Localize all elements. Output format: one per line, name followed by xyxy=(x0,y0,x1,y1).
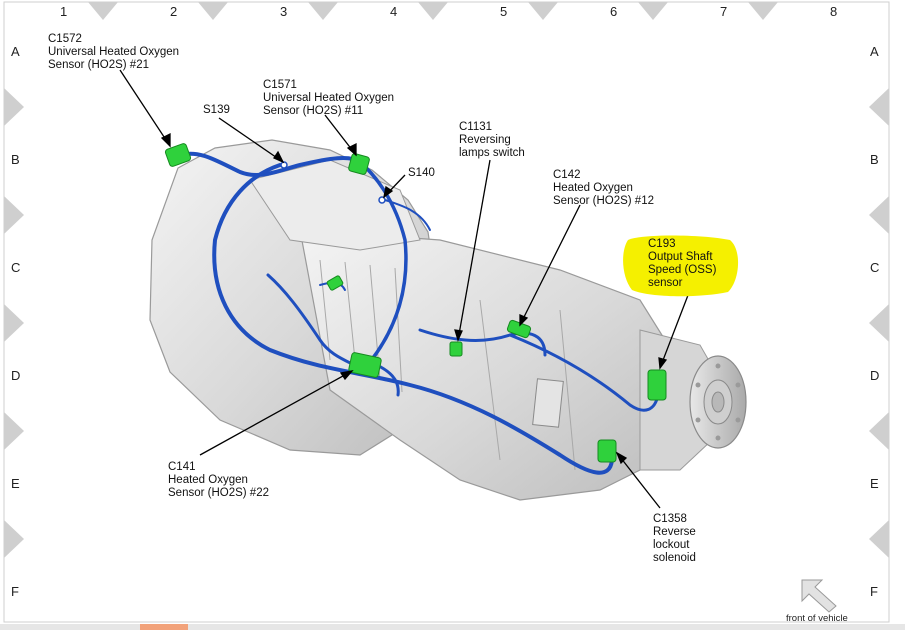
grid-row-c-left: C xyxy=(11,260,20,275)
callout-c1572: C1572 Universal Heated Oxygen Sensor (HO… xyxy=(48,33,179,71)
connector-c1131 xyxy=(449,341,463,357)
callout-c193: C193 Output Shaft Speed (OSS) sensor xyxy=(648,238,717,289)
callout-c193-line2: Output Shaft xyxy=(648,251,713,263)
horizontal-scrollbar[interactable] xyxy=(0,624,905,630)
callout-c141-line2: Heated Oxygen xyxy=(168,474,248,486)
callout-c193-line4: sensor xyxy=(648,277,683,289)
callout-c1571: C1571 Universal Heated Oxygen Sensor (HO… xyxy=(263,79,394,117)
callout-c1358-line1: C1358 xyxy=(653,513,687,525)
callout-c1358-line4: solenoid xyxy=(653,552,696,564)
wiring-harness xyxy=(178,151,660,475)
grid-row-c-right: C xyxy=(870,260,879,275)
top-border-tabs xyxy=(88,2,778,20)
grid-row-d-right: D xyxy=(870,368,879,383)
callout-c1131: C1131 Reversing lamps switch xyxy=(459,121,525,159)
grid-row-a-right: A xyxy=(870,44,879,59)
callout-c1572-line2: Universal Heated Oxygen xyxy=(48,46,179,58)
splices xyxy=(280,161,386,204)
callout-c1571-line1: C1571 xyxy=(263,79,297,91)
right-border-tabs xyxy=(869,88,889,558)
grid-column-labels: 1 2 3 4 5 6 7 8 xyxy=(60,4,837,19)
callout-c1131-line1: C1131 xyxy=(459,121,492,133)
grid-row-d-left: D xyxy=(11,368,20,383)
callout-s139: S139 xyxy=(203,104,230,116)
grid-col-2: 2 xyxy=(170,4,177,19)
grid-row-labels-right: A B C D E F xyxy=(870,44,879,599)
callout-c1131-line3: lamps switch xyxy=(459,147,525,159)
splice-s139 xyxy=(280,161,288,169)
callout-c193-line1: C193 xyxy=(648,238,676,250)
callout-c1571-line3: Sensor (HO2S) #11 xyxy=(263,105,363,117)
scrollbar-thumb[interactable] xyxy=(140,624,188,630)
connector-c1571 xyxy=(348,153,370,175)
callout-c141-line3: Sensor (HO2S) #22 xyxy=(168,487,269,499)
front-of-vehicle-indicator: front of vehicle xyxy=(786,579,848,624)
grid-row-b-left: B xyxy=(11,152,20,167)
grid-row-b-right: B xyxy=(870,152,879,167)
callout-c1358-line3: lockout xyxy=(653,539,690,551)
callout-c1131-line2: Reversing xyxy=(459,134,511,146)
connector-c1358 xyxy=(597,439,617,463)
callout-c141-line1: C141 xyxy=(168,461,196,473)
grid-col-4: 4 xyxy=(390,4,397,19)
connector-c193 xyxy=(647,369,667,401)
grid-row-labels-left: A B C D E F xyxy=(11,44,20,599)
front-arrow-icon xyxy=(801,579,837,613)
front-of-vehicle-label: front of vehicle xyxy=(786,613,848,624)
callout-s140: S140 xyxy=(408,167,435,179)
c193-highlight xyxy=(623,235,739,297)
grid-row-f-left: F xyxy=(11,584,19,599)
callout-c1572-line3: Sensor (HO2S) #21 xyxy=(48,59,149,71)
grid-col-3: 3 xyxy=(280,4,287,19)
callout-c142-line2: Heated Oxygen xyxy=(553,182,633,194)
grid-col-6: 6 xyxy=(610,4,617,19)
grid-col-8: 8 xyxy=(830,4,837,19)
grid-row-f-right: F xyxy=(870,584,878,599)
connector-c141 xyxy=(348,352,382,378)
leader-lines xyxy=(119,69,691,509)
callout-c193-line3: Speed (OSS) xyxy=(648,264,717,276)
left-border-tabs xyxy=(4,88,24,558)
callout-s139-line1: S139 xyxy=(203,104,230,116)
connectors xyxy=(164,143,667,463)
connector-small xyxy=(326,275,344,291)
grid-col-5: 5 xyxy=(500,4,507,19)
callout-c1572-line1: C1572 xyxy=(48,33,82,45)
callout-c1571-line2: Universal Heated Oxygen xyxy=(263,92,394,104)
grid-row-a-left: A xyxy=(11,44,20,59)
callout-c142: C142 Heated Oxygen Sensor (HO2S) #12 xyxy=(553,169,654,207)
connector-c1572 xyxy=(164,143,192,167)
callout-c141: C141 Heated Oxygen Sensor (HO2S) #22 xyxy=(168,461,269,499)
grid-col-1: 1 xyxy=(60,4,67,19)
callout-c142-line3: Sensor (HO2S) #12 xyxy=(553,195,654,207)
splice-s140 xyxy=(378,196,386,204)
callout-s140-line1: S140 xyxy=(408,167,435,179)
grid-col-7: 7 xyxy=(720,4,727,19)
grid-row-e-left: E xyxy=(11,476,20,491)
callout-c1358-line2: Reverse xyxy=(653,526,696,538)
grid-row-e-right: E xyxy=(870,476,879,491)
callout-c1358: C1358 Reverse lockout solenoid xyxy=(653,513,696,564)
callout-c142-line1: C142 xyxy=(553,169,581,181)
case-panel xyxy=(532,378,564,428)
